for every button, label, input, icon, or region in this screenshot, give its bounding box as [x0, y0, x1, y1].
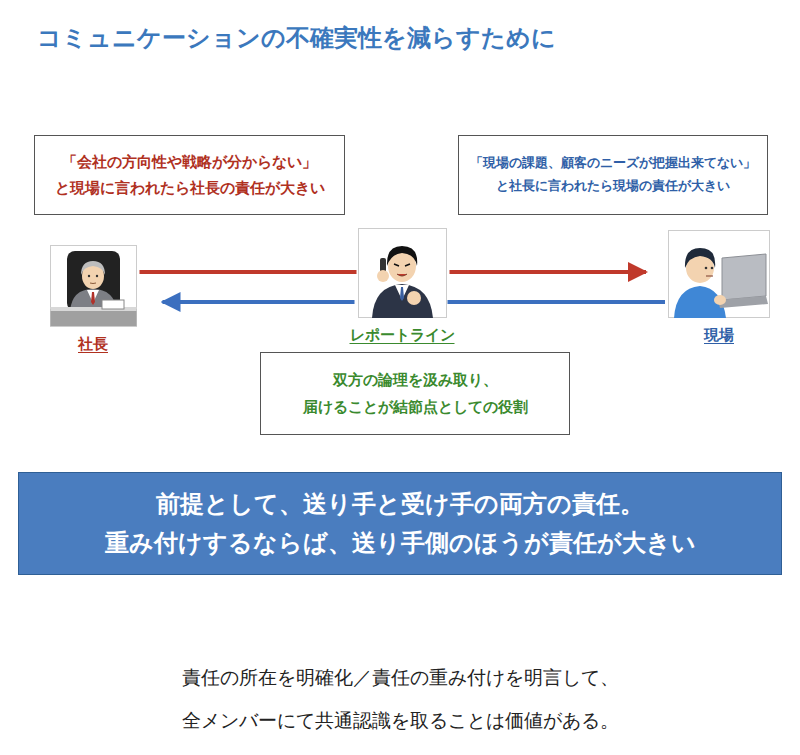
node-text: 「会社の方向性や戦略が分からない」 と現場に言われたら社長の責任が大きい — [45, 149, 334, 202]
figure-node: 現場 — [639, 230, 799, 345]
node-text: 「現場の課題、顧客のニーズが把握出来てない」 と社長に言われたら現場の責任が大き… — [469, 152, 757, 198]
text-box: 「現場の課題、顧客のニーズが把握出来てない」 と社長に言われたら現場の責任が大き… — [458, 135, 768, 215]
text-box: 双方の論理を汲み取り、 届けることが結節点としての役割 — [260, 352, 570, 435]
president-illustration — [50, 245, 137, 327]
arrow-connector — [140, 270, 357, 274]
node-text: 前提として、送り手と受け手の両方の責任。 重み付けするならば、送り手側のほうが責… — [90, 485, 710, 562]
arrow-connector — [448, 300, 666, 304]
reporting-line-illustration — [358, 228, 447, 318]
worksite-illustration — [668, 230, 770, 318]
arrow-connector — [450, 270, 647, 274]
caption: 責任の所在を明確化／責任の重み付けを明言して、 全メンバーにて共通認識を取ること… — [150, 656, 650, 742]
summary-band: 前提として、送り手と受け手の両方の責任。 重み付けするならば、送り手側のほうが責… — [18, 472, 782, 575]
node-label: レポートライン — [350, 326, 455, 345]
node-label: 現場 — [704, 326, 734, 345]
node-text: 双方の論理を汲み取り、 届けることが結節点としての役割 — [271, 367, 559, 420]
title: コミュニケーションの不確実性を減らすために — [37, 22, 556, 54]
arrow-connector — [163, 300, 355, 304]
text-box: 「会社の方向性や戦略が分からない」 と現場に言われたら社長の責任が大きい — [34, 135, 345, 215]
node-label: 社長 — [78, 335, 108, 354]
figure-node: 社長 — [13, 245, 173, 354]
figure-node: レポートライン — [322, 228, 482, 345]
